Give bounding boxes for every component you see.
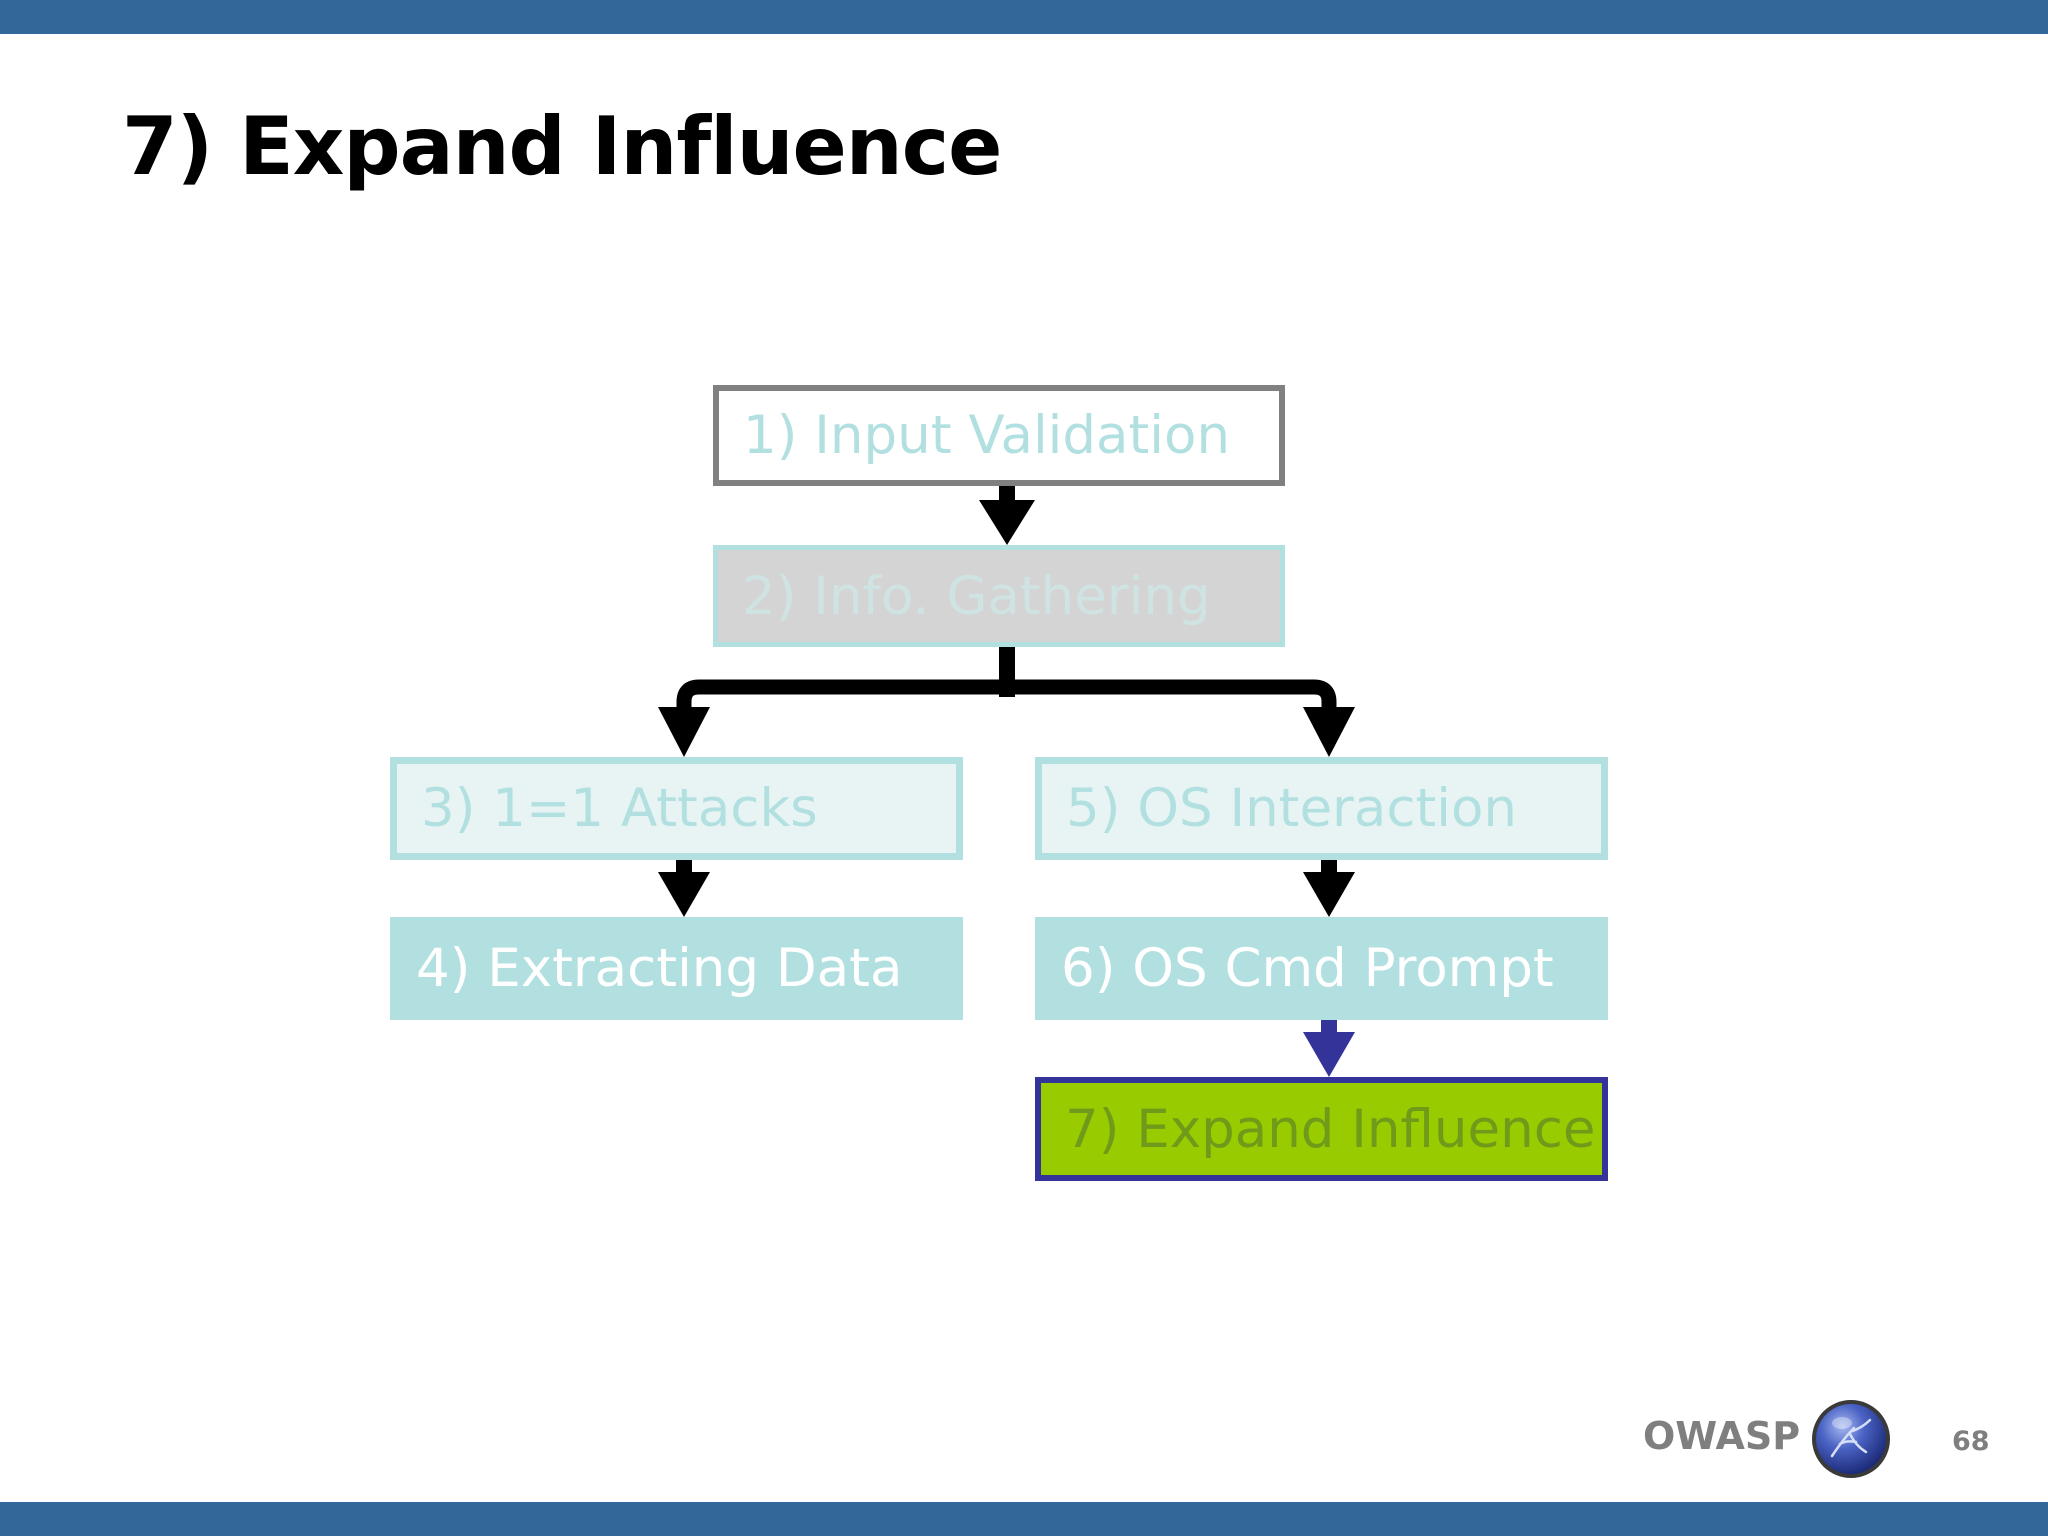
footer-brand: OWASP <box>1643 1414 1801 1458</box>
branch-connector-from-2 <box>676 647 1337 717</box>
node-expand-influence: 7) Expand Influence <box>1035 1077 1608 1181</box>
arrow-6-to-7 <box>1303 1020 1355 1077</box>
node-os-cmd-prompt: 6) OS Cmd Prompt <box>1035 917 1608 1020</box>
node-1-1-attacks: 3) 1=1 Attacks <box>390 757 963 860</box>
page-number: 68 <box>1952 1426 1990 1457</box>
node-extracting-data: 4) Extracting Data <box>390 917 963 1020</box>
node-info-gathering: 2) Info. Gathering <box>713 545 1285 647</box>
arrow-5-to-6 <box>1303 860 1355 917</box>
top-accent-bar <box>0 0 2048 34</box>
bottom-accent-bar <box>0 1502 2048 1536</box>
node-os-interaction: 5) OS Interaction <box>1035 757 1608 860</box>
node-input-validation: 1) Input Validation <box>713 385 1285 486</box>
arrow-1-to-2 <box>979 486 1035 545</box>
arrow-2-to-3 <box>658 707 710 757</box>
owasp-logo-icon <box>1812 1400 1890 1478</box>
arrow-2-to-5 <box>1303 707 1355 757</box>
slide-title: 7) Expand Influence <box>122 100 1002 193</box>
arrow-3-to-4 <box>658 860 710 917</box>
